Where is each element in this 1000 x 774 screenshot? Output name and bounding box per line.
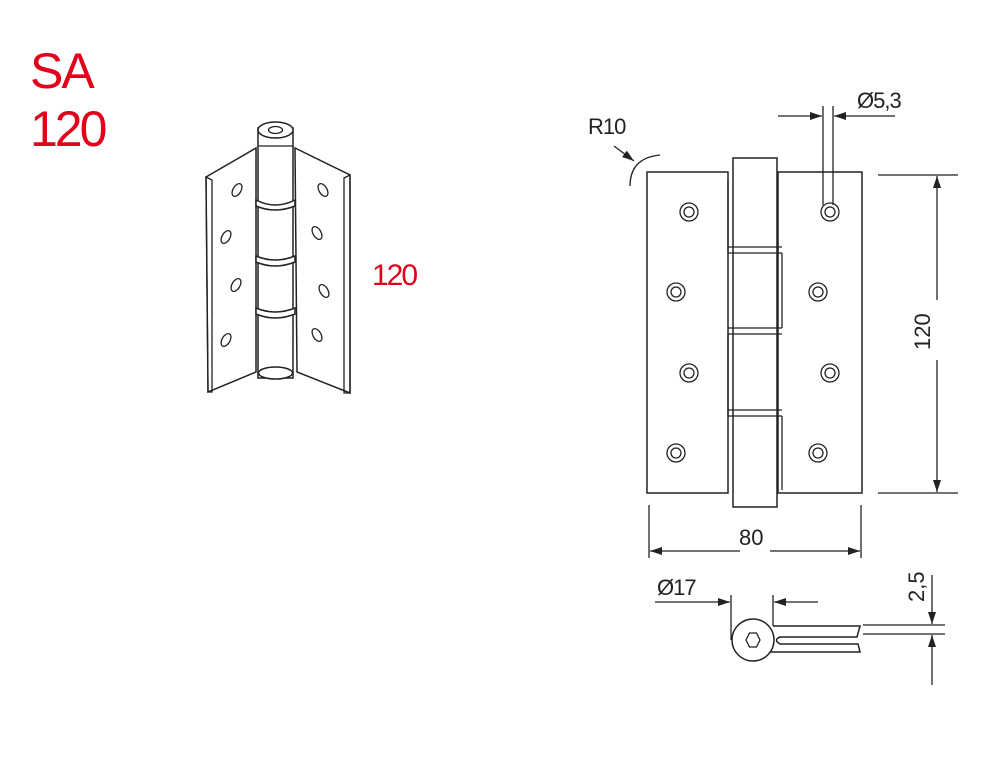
hinge-iso-view <box>205 121 351 395</box>
iso-height-label: 120 <box>372 259 417 292</box>
hole-diameter-label: Ø5,3 <box>857 88 901 113</box>
product-code: SA <box>30 43 95 99</box>
height-dimension-label: 120 <box>910 313 935 350</box>
hinge-front-view: R10 Ø5,3 120 80 <box>588 88 958 558</box>
thickness-label: 2,5 <box>904 571 929 602</box>
barrel-diameter-label: Ø17 <box>657 575 696 600</box>
hinge-section-view: Ø17 2,5 <box>655 571 945 685</box>
width-dimension-label: 80 <box>739 525 763 550</box>
radius-label: R10 <box>588 114 626 139</box>
product-size: 120 <box>30 101 106 157</box>
